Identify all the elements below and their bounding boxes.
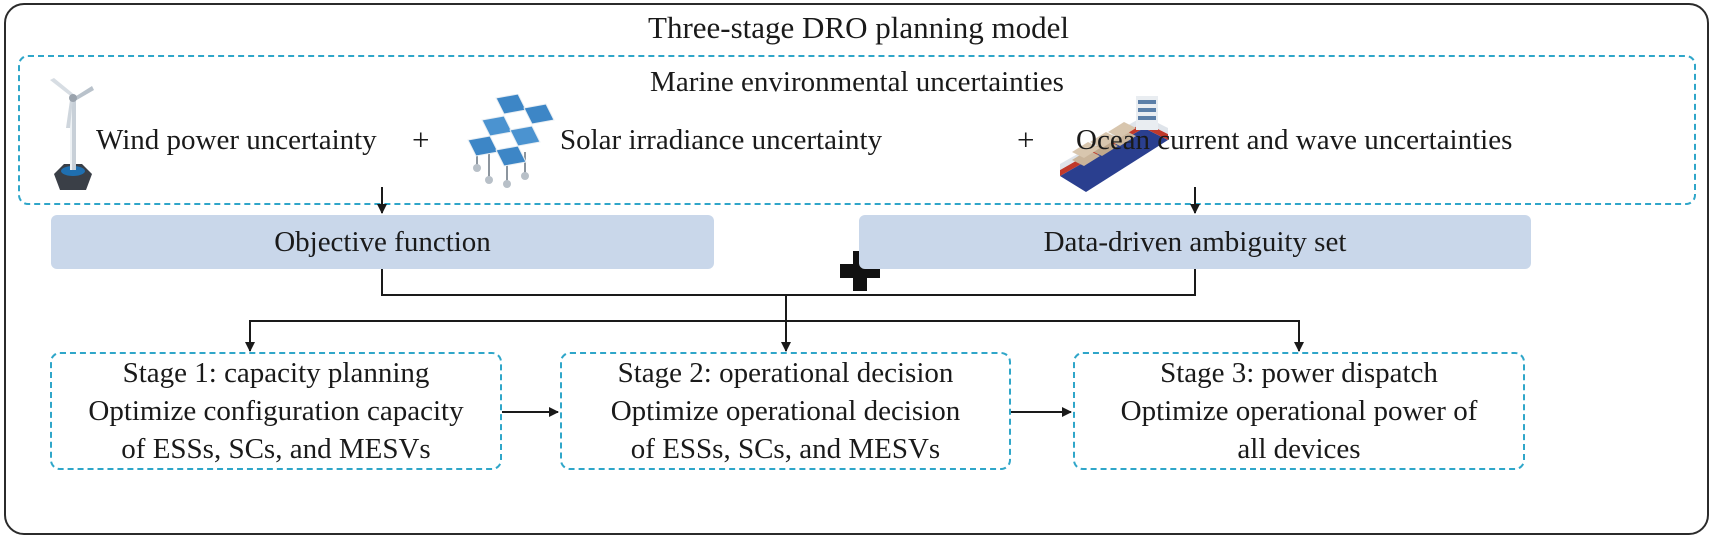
objective-function-box: Objective function <box>51 215 714 269</box>
ambiguity-set-box: Data-driven ambiguity set <box>859 215 1531 269</box>
wind-label: Wind power uncertainty <box>96 124 377 156</box>
stage-1-desc-line-2: of ESSs, SCs, and MESVs <box>121 433 431 465</box>
ocean-label: Ocean current and wave uncertainties <box>1076 124 1513 156</box>
marine-title: Marine environmental uncertainties <box>650 66 1064 98</box>
plus-sign-2: + <box>1017 122 1035 157</box>
diagram-title: Three-stage DRO planning model <box>648 10 1069 45</box>
stage-1-box: Stage 1: capacity planning Optimize conf… <box>50 352 502 470</box>
stage-2-desc-line-1: Optimize operational decision <box>610 395 961 427</box>
cargo-ship-icon <box>1060 96 1168 192</box>
objective-function-label: Objective function <box>274 225 491 258</box>
stage-2-desc-line-2: of ESSs, SCs, and MESVs <box>630 433 941 465</box>
plus-sign-1: + <box>412 122 430 157</box>
wind-turbine-icon <box>50 78 94 190</box>
stage-3-desc-line-2: all devices <box>1237 433 1361 465</box>
outer-frame <box>4 3 1709 535</box>
stage-3-box: Stage 3: power dispatch Optimize operati… <box>1073 352 1525 470</box>
stage-1-desc-line-1: Optimize configuration capacity <box>88 395 464 427</box>
stage-3-desc-line-1: Optimize operational power of <box>1120 395 1478 427</box>
stage-2-title: Stage 2: operational decision <box>617 357 954 389</box>
ambiguity-set-label: Data-driven ambiguity set <box>1043 225 1347 258</box>
stage-3-title: Stage 3: power dispatch <box>1160 357 1438 389</box>
solar-panel-icon <box>467 94 555 188</box>
solar-label: Solar irradiance uncertainty <box>560 124 883 156</box>
stage-1-title: Stage 1: capacity planning <box>122 357 430 389</box>
marine-uncertainties-box <box>18 55 1696 205</box>
stage-2-box: Stage 2: operational decision Optimize o… <box>560 352 1011 470</box>
